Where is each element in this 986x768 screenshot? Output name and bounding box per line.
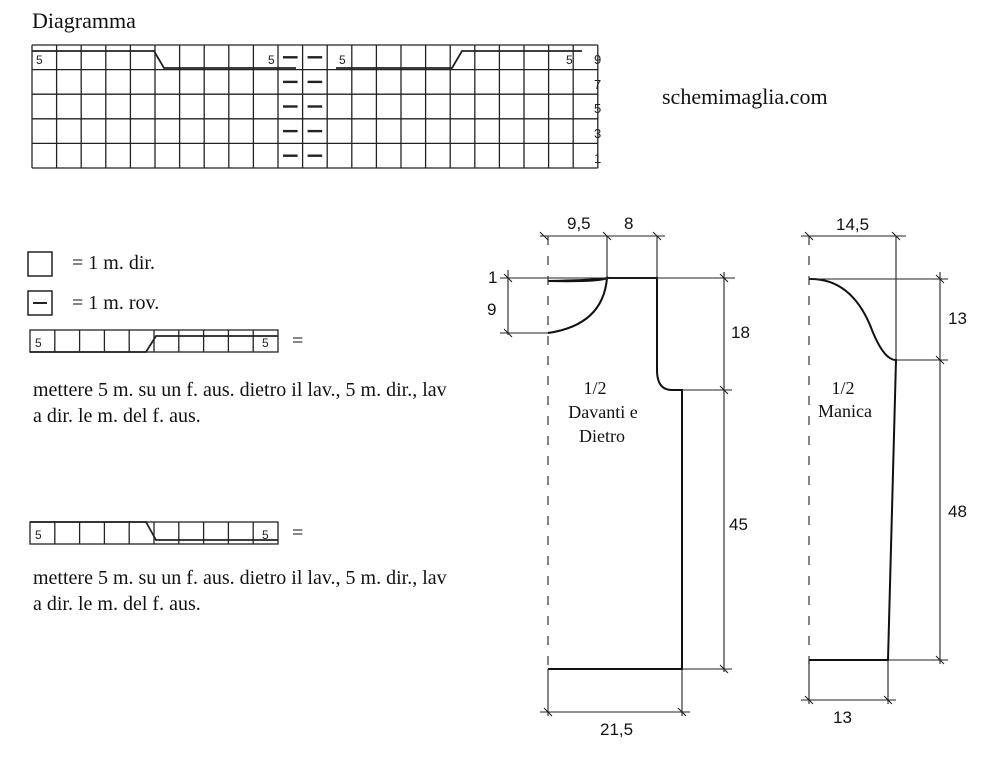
- cell-mark: 5: [566, 53, 573, 67]
- purl-legend-label: = 1 m. rov.: [72, 292, 160, 314]
- cable-left: [32, 50, 296, 69]
- row-label: 7: [594, 77, 601, 92]
- cable2-description: mettere 5 m. su un f. aus. dietro il lav…: [33, 567, 447, 615]
- row-label: 5: [594, 101, 601, 116]
- dim-neck-depth: 9: [487, 300, 496, 319]
- sleeve-dim-cap: 13: [948, 309, 967, 328]
- front-back-outline: [547, 277, 683, 670]
- cable-symbol-mark: 5: [35, 528, 42, 542]
- cell-mark: 5: [268, 53, 275, 67]
- row-label: 1: [594, 151, 601, 166]
- front-neck-curve: [547, 276, 609, 334]
- sleeve-label: 1/2 Manica: [818, 378, 872, 421]
- chart-cell-marks: 5 5 5 5: [36, 53, 573, 67]
- front-back-label: 1/2 Davanti e Dietro: [568, 378, 637, 446]
- front-back-label-line2: Davanti e: [568, 402, 637, 422]
- front-back-dimension-lines: [500, 231, 735, 717]
- knit-stitch-symbol: [27, 251, 53, 277]
- front-back-label-line1: 1/2: [583, 378, 606, 398]
- cable1-equals: =: [292, 330, 304, 352]
- cell-mark: 5: [36, 53, 43, 67]
- front-back-label-line3: Dietro: [579, 426, 625, 446]
- sleeve-outline: [808, 277, 898, 661]
- dim-armhole: 18: [731, 323, 750, 342]
- dim-body: 45: [729, 515, 748, 534]
- diagram-title: Diagramma: [32, 8, 136, 33]
- site-watermark: schemimaglia.com: [662, 84, 828, 109]
- cable-symbol-mark: 5: [262, 528, 269, 542]
- row-label: 3: [594, 126, 601, 141]
- cable-symbol-mark: 5: [35, 336, 42, 350]
- chart-row-labels: 9 7 5 3 1: [594, 52, 601, 166]
- dim-neck-width: 9,5: [567, 214, 591, 233]
- sleeve-dimension-labels: 14,5 13 48 13: [833, 215, 967, 727]
- sleeve-schematic: [808, 277, 898, 661]
- sleeve-label-line1: 1/2: [831, 378, 854, 398]
- cable1-description: mettere 5 m. su un f. aus. dietro il lav…: [33, 379, 447, 427]
- cable-symbol-2: [29, 521, 279, 545]
- dim-neck-top: 1: [488, 268, 497, 287]
- sleeve-dimension-lines: [801, 231, 948, 705]
- purl-stitch-symbol: [27, 290, 53, 316]
- dim-shoulder: 8: [624, 214, 633, 233]
- sleeve-dim-bottom: 13: [833, 708, 852, 727]
- cable-symbol-mark: 5: [262, 336, 269, 350]
- cable-right: [336, 50, 582, 69]
- cell-mark: 5: [339, 53, 346, 67]
- knitting-chart-grid: [31, 44, 599, 169]
- front-back-schematic: [547, 276, 683, 670]
- row-label: 9: [594, 52, 601, 67]
- cable2-equals: =: [292, 522, 304, 544]
- sleeve-label-line2: Manica: [818, 401, 872, 421]
- sleeve-dim-top: 14,5: [836, 215, 869, 234]
- knit-legend-label: = 1 m. dir.: [72, 252, 155, 274]
- chart-purl-marks: [283, 56, 323, 157]
- dim-bottom: 21,5: [600, 720, 633, 739]
- cable-symbol-1: [29, 329, 279, 353]
- front-back-dimension-labels: 9,5 8 1 9 18 45 21,5: [487, 214, 750, 739]
- sleeve-dim-length: 48: [948, 502, 967, 521]
- chart-cable-lines: [32, 50, 582, 69]
